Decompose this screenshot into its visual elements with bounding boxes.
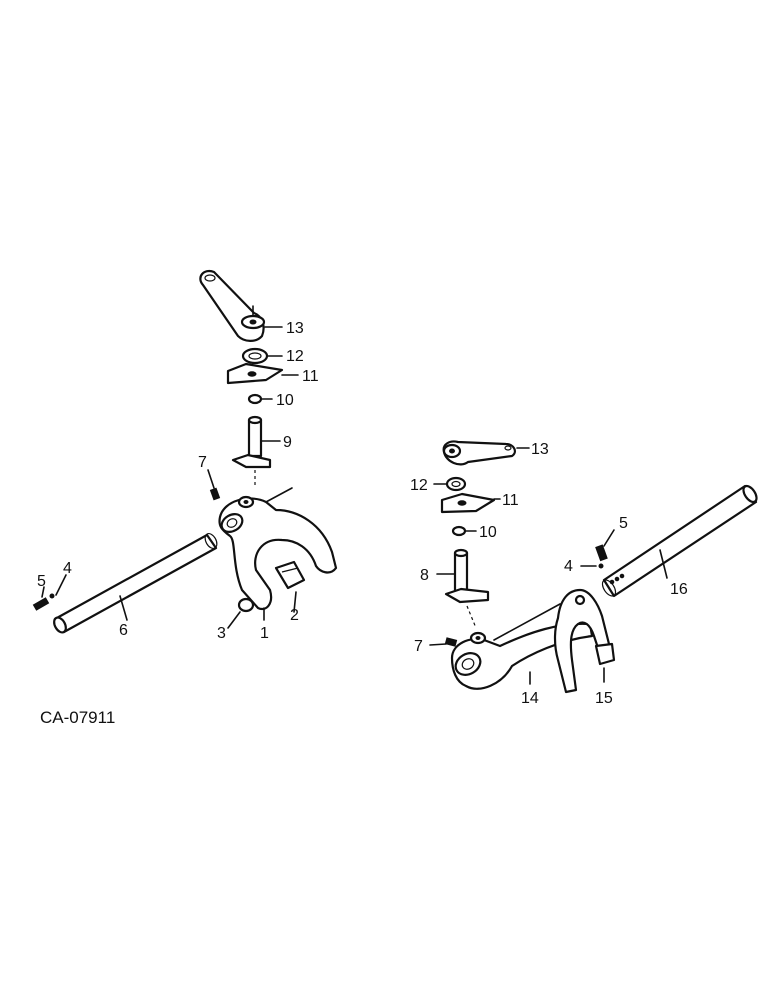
callout-7-left: 7 [198,454,207,471]
right-assembly: 13 12 11 10 8 7 5 4 16 14 15 [410,440,758,707]
setscrew-left [207,469,221,501]
left-assembly: 13 12 11 10 9 7 4 5 6 3 1 2 [32,269,338,642]
shaft-left [231,415,281,488]
shaft-right [436,548,490,629]
shift-rod-left [53,532,218,634]
pad-left [227,597,255,629]
callout-5-left: 5 [37,573,46,590]
callout-11-left: 11 [302,368,319,385]
detent-right [580,529,615,569]
ring-right [451,525,477,537]
callout-12-right: 12 [410,477,428,494]
callout-11-right: 11 [502,492,519,509]
callout-16-right: 16 [670,581,688,598]
callout-5-right: 5 [619,515,628,532]
setscrew-right [429,637,458,647]
figure-code: CA-07911 [40,708,115,727]
callout-10-left: 10 [276,392,294,409]
callout-7-right: 7 [414,638,423,655]
ring-left [247,393,273,405]
fork-right [553,588,616,694]
shift-fork-left [218,487,338,621]
callout-4-right: 4 [564,558,573,575]
callout-8-right: 8 [420,567,429,584]
washer-left [241,347,283,365]
callout-4-left: 4 [63,560,72,577]
detent-left [32,574,67,611]
shift-lever-right [442,440,530,466]
plate-right [440,492,501,514]
callout-3-left: 3 [217,625,226,642]
right-callouts: 13 12 11 10 8 7 5 4 16 14 15 [410,441,688,707]
callout-6-left: 6 [119,622,128,639]
callout-9-left: 9 [283,434,292,451]
callout-13-left: 13 [286,320,304,337]
callout-2-left: 2 [290,607,299,624]
washer-right [433,476,467,492]
callout-15-right: 15 [595,690,613,707]
callout-1-left: 1 [260,625,269,642]
shift-lever-left [199,269,283,342]
plate-left [226,362,299,385]
shift-rod-right [601,484,758,598]
callout-10-right: 10 [479,524,497,541]
left-callouts: 13 12 11 10 9 7 4 5 6 3 1 2 [37,320,319,642]
callout-12-left: 12 [286,348,304,365]
callout-13-right: 13 [531,441,549,458]
callout-14-right: 14 [521,690,539,707]
